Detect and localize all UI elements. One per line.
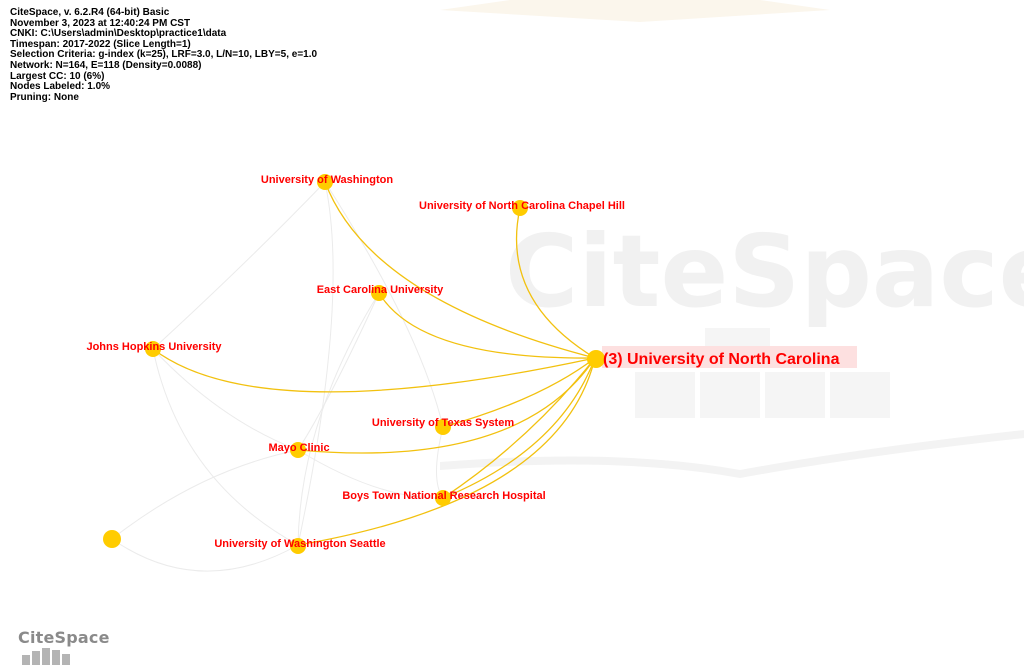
info-line-version: CiteSpace, v. 6.2.R4 (64-bit) Basic — [10, 7, 170, 18]
node-east-carolina-university[interactable] — [371, 285, 387, 301]
citespace-logo-graphic — [22, 648, 70, 665]
faint-edge — [152, 348, 299, 546]
node-university-of-texas-system[interactable] — [435, 419, 451, 435]
watermark-bar — [830, 372, 890, 418]
nodes — [103, 174, 605, 554]
faint-edges — [111, 181, 444, 572]
faint-edge — [297, 181, 334, 546]
watermark-bar — [700, 372, 760, 418]
faint-edge — [297, 292, 380, 451]
node-university-of-washington-seattle[interactable] — [290, 538, 306, 554]
node-university-of-washington[interactable] — [317, 174, 333, 190]
info-line-pruning: Pruning: None — [10, 91, 79, 103]
label-university-of-washington: University of Washington — [261, 174, 393, 186]
logo-bar — [52, 650, 60, 665]
citespace-watermark: CiteSpace — [440, 0, 1024, 478]
edge-btnrh-unc — [442, 357, 596, 499]
faint-edge — [111, 538, 299, 572]
faint-edge — [152, 181, 326, 350]
node-labels: University of Washington University of N… — [86, 174, 839, 550]
node-mayo-clinic[interactable] — [290, 442, 306, 458]
edge-uncch-unc — [515, 207, 596, 359]
edge-uw-unc — [324, 181, 596, 359]
run-info-panel: CiteSpace, v. 6.2.R4 (64-bit) Basic Nove… — [10, 7, 318, 103]
info-line-timespan: Timespan: 2017-2022 (Slice Length=1) — [10, 38, 191, 50]
label-east-carolina-university: East Carolina University — [317, 284, 444, 296]
label-johns-hopkins-university: Johns Hopkins University — [86, 341, 222, 353]
node-university-of-north-carolina[interactable] — [587, 350, 605, 368]
info-line-largest-cc: Largest CC: 10 (6%) — [10, 70, 105, 82]
node-unlabeled[interactable] — [103, 530, 121, 548]
label-mayo-clinic: Mayo Clinic — [268, 442, 329, 454]
edge-uts-unc — [442, 357, 596, 428]
node-johns-hopkins-university[interactable] — [145, 341, 161, 357]
edge-uws-unc — [297, 357, 596, 546]
label-university-of-north-carolina: (3) University of North Carolina — [603, 351, 840, 368]
watermark-text: CiteSpace — [505, 213, 1024, 330]
logo-bar — [22, 655, 30, 665]
hub-edges — [152, 181, 596, 546]
label-unc-chapel-hill: University of North Carolina Chapel Hill — [419, 200, 625, 212]
info-line-date: November 3, 2023 at 12:40:24 PM CST — [10, 17, 191, 29]
watermark-bar — [635, 372, 695, 418]
faint-edge — [111, 449, 299, 540]
faint-edge — [152, 348, 299, 451]
info-line-source: CNKI: C:\Users\admin\Desktop\practice1\d… — [10, 28, 227, 40]
info-line-nodes-labeled: Nodes Labeled: 1.0% — [10, 81, 111, 93]
watermark-bar — [765, 372, 825, 418]
info-line-criteria: Selection Criteria: g-index (k=25), LRF=… — [10, 49, 318, 61]
logo-bar — [32, 651, 40, 665]
label-university-of-washington-seattle: University of Washington Seattle — [214, 538, 385, 550]
edge-mayo-unc — [297, 357, 596, 454]
citespace-logo: CiteSpace — [18, 628, 110, 647]
info-line-network: Network: N=164, E=118 (Density=0.0088) — [10, 59, 202, 71]
watermark-book — [440, 430, 1024, 478]
edge-btnrh-unc-2 — [442, 357, 596, 499]
logo-bar — [42, 648, 50, 665]
node-unc-chapel-hill[interactable] — [512, 200, 528, 216]
label-boys-town-hospital: Boys Town National Research Hospital — [342, 490, 545, 502]
hub-label-highlight — [602, 346, 857, 368]
faint-edge — [297, 292, 380, 546]
edge-jhu-unc — [152, 348, 596, 393]
watermark-book-top — [440, 0, 830, 22]
label-university-of-texas-system: University of Texas System — [372, 417, 514, 429]
logo-bar — [62, 654, 70, 665]
edge-ecu-unc — [378, 292, 596, 359]
faint-edge — [297, 449, 444, 499]
node-boys-town-hospital[interactable] — [435, 490, 451, 506]
